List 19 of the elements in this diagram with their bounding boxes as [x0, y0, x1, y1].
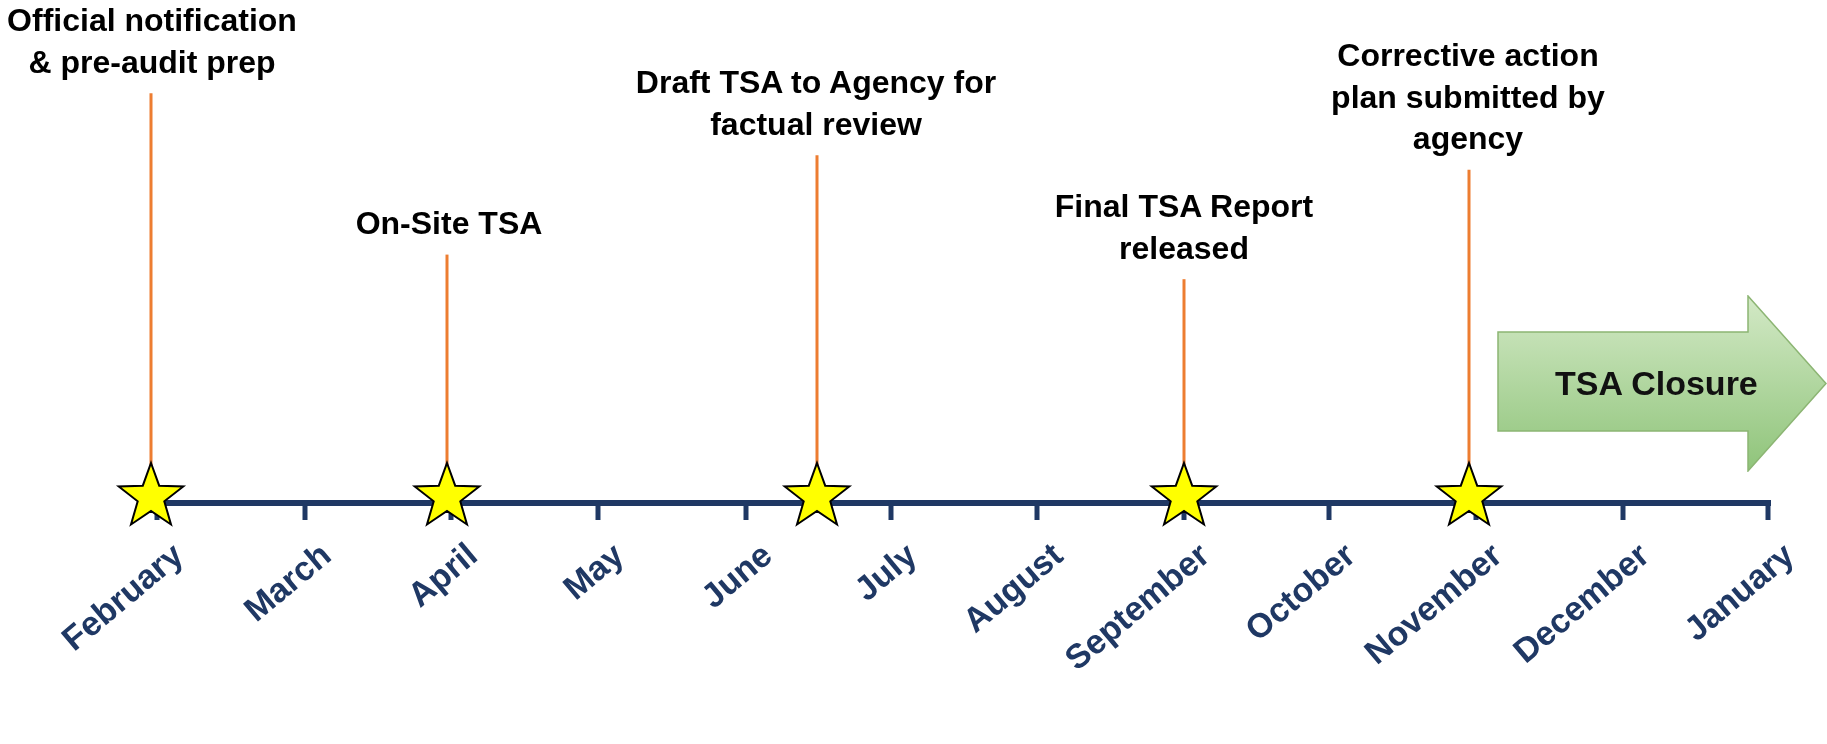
leader-line	[1182, 279, 1186, 466]
milestone-label: Draft TSA to Agency for factual review	[626, 62, 1006, 146]
leader-line	[149, 93, 153, 466]
milestone-label: Corrective action plan submitted by agency	[1303, 35, 1633, 160]
milestone-label: Final TSA Report released	[1019, 186, 1349, 270]
closure-arrow	[1497, 295, 1827, 472]
arrow-label: TSA Closure	[1555, 364, 1758, 403]
month-label: May	[555, 535, 632, 608]
month-label: July	[846, 535, 925, 609]
star-marker	[115, 460, 187, 530]
star-marker	[411, 460, 483, 530]
star-marker	[1433, 460, 1505, 530]
leader-line	[1467, 169, 1471, 466]
leader-line	[815, 155, 819, 466]
star-marker	[781, 460, 853, 530]
milestone-label: On-Site TSA	[319, 203, 579, 245]
star-marker	[1148, 460, 1220, 530]
leader-line	[445, 254, 449, 466]
milestone-label: Official notification & pre-audit prep	[7, 0, 297, 84]
